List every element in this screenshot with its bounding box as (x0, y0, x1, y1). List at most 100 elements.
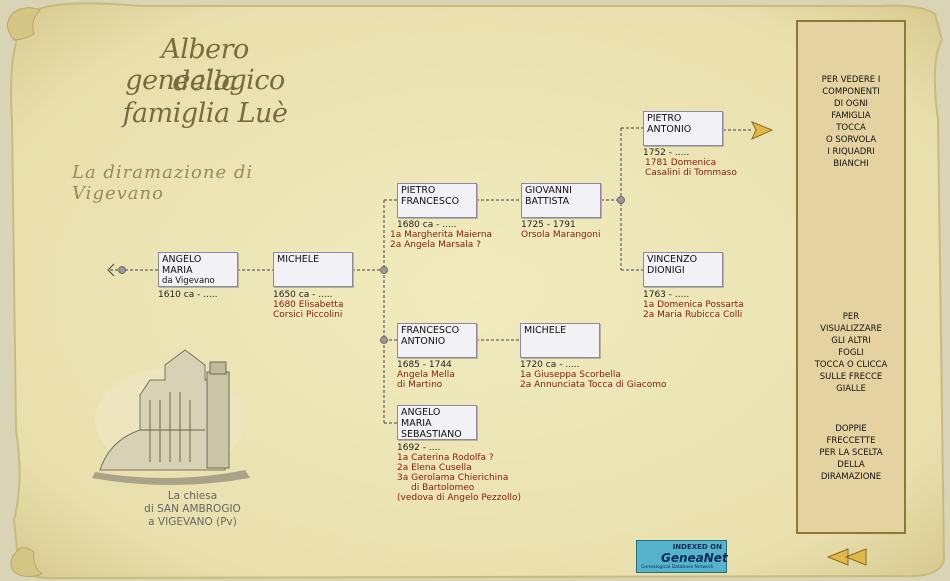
person-name-line: MICHELE (277, 254, 320, 265)
spouse-line: di Martino (397, 380, 443, 390)
subtitle: La diramazione di Vigevano (72, 162, 254, 204)
person-box-giovanni-battista[interactable]: GIOVANNI BATTISTA (521, 183, 601, 218)
church-caption: La chiesa di SAN AMBROGIO a VIGEVANO (Pv… (110, 490, 275, 529)
badge-indexed-label: INDEXED ON (672, 543, 722, 551)
person-name-line: BATTISTA (525, 196, 570, 207)
instruction-line: DI OGNI (834, 99, 868, 109)
person-box-michele-1650[interactable]: MICHELE (273, 252, 353, 287)
instruction-line: GIALLE (836, 384, 866, 394)
person-name-line: DIONIGI (647, 265, 685, 276)
person-box-vincenzo-dionigi[interactable]: VINCENZO DIONIGI (643, 252, 723, 287)
person-name-line: GIOVANNI (525, 185, 572, 196)
instruction-line: DIRAMAZIONE (820, 472, 882, 482)
person-name-line: FRANCESCO (401, 196, 460, 207)
caption-line: La chiesa (167, 490, 218, 502)
spouse-line: 1a Caterina Rodolfa ? (397, 453, 494, 463)
instruction-line: PER VEDERE I (821, 75, 881, 85)
person-dates: 1610 ca - ..... (158, 290, 218, 300)
person-name-line: ANTONIO (401, 336, 446, 347)
instruction-line: SULLE FRECCE (819, 372, 883, 382)
person-box-angelo-maria[interactable]: ANGELO MARIA da Vigevano (158, 252, 238, 287)
spouse-line: 1a Domenica Possarta (643, 300, 744, 310)
instruction-line: FAMIGLIA (831, 111, 871, 121)
instruction-line: FOGLI (838, 348, 864, 358)
instruction-line: TOCCA (836, 123, 866, 133)
person-name-line: PIETRO (401, 185, 436, 196)
spouse-line: Corsici Piccolini (273, 310, 343, 320)
instruction-line: TOCCA O CLICCA (814, 360, 888, 370)
spouse-line: di Bartolomeo (411, 483, 475, 493)
person-box-pietro-francesco[interactable]: PIETRO FRANCESCO (397, 183, 477, 218)
spouse-info: 1a Domenica Possarta 2a Maria Rubicca Co… (643, 300, 744, 320)
geneanet-badge-link[interactable]: INDEXED ON GeneaNet Genealogical Databas… (636, 540, 728, 573)
instructions-block-3: DOPPIE FRECCETTE PER LA SCELTA DELLA DIR… (798, 423, 904, 483)
spouse-line: 1a Giuseppa Scorbella (520, 370, 621, 380)
spouse-info: 1a Caterina Rodolfa ? 2a Elena Cusella 3… (397, 453, 521, 503)
instruction-line: PER LA SCELTA (819, 448, 883, 458)
double-arrow-left-icon[interactable] (826, 548, 867, 566)
yellow-arrow-right-icon[interactable] (750, 121, 774, 140)
instruction-line: I RIQUADRI (827, 147, 875, 157)
person-name-line: VINCENZO (647, 254, 698, 265)
spouse-line: 1a Margherita Maierna (390, 230, 493, 240)
person-name-line: FRANCESCO (401, 325, 460, 336)
person-name-line: ANGELO (401, 407, 441, 418)
instructions-block-2: PER VISUALIZZARE GLI ALTRI FOGLI TOCCA O… (798, 311, 904, 395)
person-dates: 1692 - .... (397, 443, 441, 453)
spouse-info: Angela Mella di Martino (397, 370, 455, 390)
person-name-line: ANTONIO (647, 124, 692, 135)
instruction-line: O SORVOLA (825, 135, 877, 145)
person-dates: 1650 ca - ..... (273, 290, 333, 300)
spouse-line: Casalini di Tommaso (645, 168, 737, 178)
spouse-line: Orsola Marangoni (521, 230, 601, 240)
instruction-line: GLI ALTRI (831, 336, 871, 346)
spouse-line: 1680 Elisabetta (273, 300, 344, 310)
left-arrow-head[interactable] (107, 263, 115, 277)
person-name-line: MARIA (401, 418, 432, 429)
person-box-michele-1720[interactable]: MICHELE (520, 323, 600, 358)
instruction-line: VISUALIZZARE (820, 324, 882, 334)
caption-line: a VIGEVANO (Pv) (148, 516, 237, 528)
spouse-line: 1781 Domenica (645, 158, 717, 168)
instruction-line: DELLA (837, 460, 865, 470)
person-box-pietro-antonio[interactable]: PIETRO ANTONIO (643, 111, 723, 146)
spouse-info: 1680 Elisabetta Corsici Piccolini (273, 300, 343, 320)
person-box-angelo-maria-sebastiano[interactable]: ANGELO MARIA SEBASTIANO (397, 405, 477, 440)
instruction-line: PER (842, 312, 860, 322)
instruction-line: COMPONENTI (822, 87, 880, 97)
title-line-1: Albero genealogico (125, 34, 285, 96)
connector-nodes (118, 196, 625, 344)
person-name-line: ANGELO (162, 254, 202, 265)
person-name-line: PIETRO (647, 113, 682, 124)
spouse-line: 2a Annunciata Tocca di Giacomo (520, 380, 667, 390)
spouse-line: 2a Angela Marsala ? (390, 240, 481, 250)
instruction-line: DOPPIE (835, 424, 867, 434)
instruction-line: FRECCETTE (826, 436, 876, 446)
person-name-line: SEBASTIANO (401, 429, 462, 440)
church-image (92, 349, 250, 485)
spouse-info: 1a Giuseppa Scorbella 2a Annunciata Tocc… (520, 370, 666, 390)
spouse-info: Orsola Marangoni (521, 230, 600, 240)
spouse-info: 1781 Domenica Casalini di Tommaso (645, 158, 737, 178)
instructions-panel: PER VEDERE I COMPONENTI DI OGNI FAMIGLIA… (796, 20, 906, 534)
person-name-line: MARIA (162, 265, 193, 276)
person-name-line: MICHELE (524, 325, 567, 336)
person-origin: da Vigevano (162, 276, 215, 286)
title-line-3: famiglia Luè (122, 98, 288, 129)
title-line-2: della (172, 66, 238, 97)
person-dates: 1752 - ..... (643, 148, 690, 158)
spouse-info: 1a Margherita Maierna 2a Angela Marsala … (390, 230, 492, 250)
person-dates: 1680 ca - ..... (397, 220, 457, 230)
spouse-line: 2a Elena Cusella (397, 463, 472, 473)
spouse-line: 3a Gerolama Chierichina (397, 473, 509, 483)
spouse-line: Angela Mella (397, 370, 455, 380)
person-dates: 1720 ca - ..... (520, 360, 580, 370)
badge-brand: GeneaNet (661, 551, 728, 565)
caption-line: di SAN AMBROGIO (144, 503, 241, 515)
badge-tagline: Genealogical Database Network (641, 565, 714, 570)
person-box-francesco-antonio[interactable]: FRANCESCO ANTONIO (397, 323, 477, 358)
person-dates: 1725 - 1791 (521, 220, 576, 230)
spouse-line: (vedova di Angelo Pezzollo) (397, 493, 521, 503)
instructions-block-1: PER VEDERE I COMPONENTI DI OGNI FAMIGLIA… (798, 74, 904, 170)
